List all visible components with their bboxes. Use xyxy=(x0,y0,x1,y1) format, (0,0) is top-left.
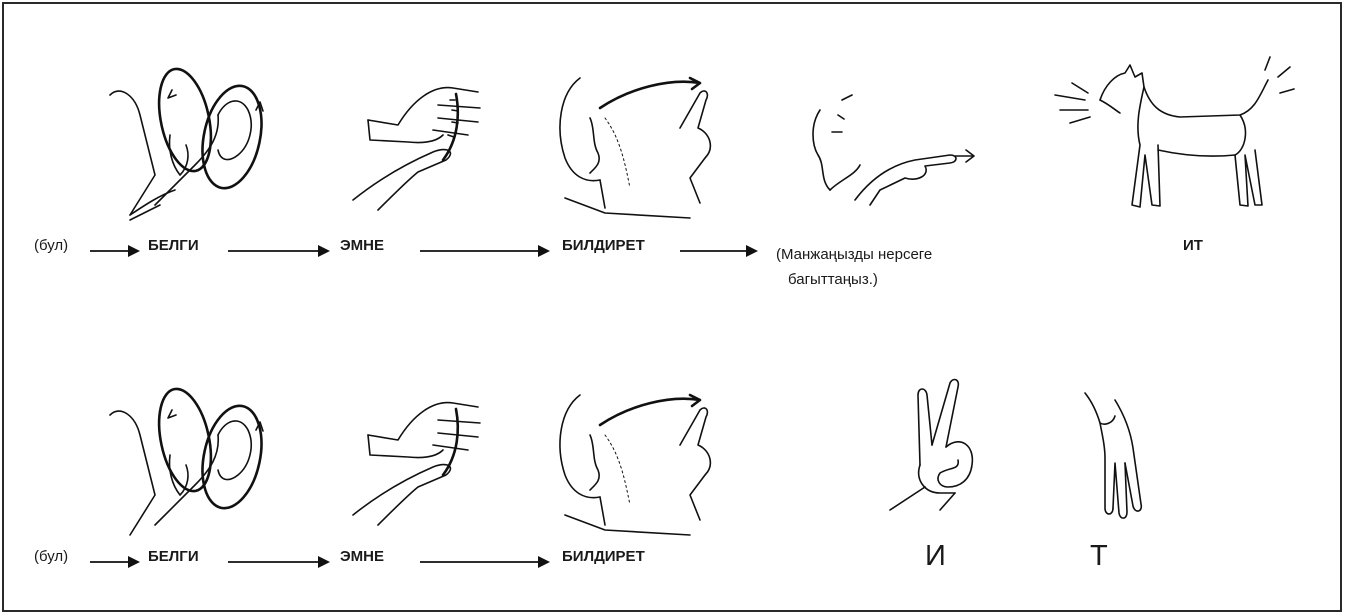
arrow-icon xyxy=(228,556,330,568)
arrow-icon xyxy=(228,245,330,257)
arrow-icon xyxy=(420,556,550,568)
point-instruction-line1: (Манжаңызды нерсеге xyxy=(776,242,932,267)
row1-word-belgi: БЕЛГИ xyxy=(148,237,199,254)
sign-bildiret-icon xyxy=(550,68,730,228)
dog-icon xyxy=(1040,55,1300,225)
row2-word-emne: ЭМНЕ xyxy=(340,548,384,565)
sign-emne-icon xyxy=(338,395,488,535)
row1-prefix: (бул) xyxy=(34,237,68,254)
letter-t: Т xyxy=(1090,540,1108,573)
sign-emne-icon xyxy=(338,80,488,220)
fingerspell-t-icon xyxy=(1075,388,1155,523)
row1-word-bildiret: БИЛДИРЕТ xyxy=(562,237,645,254)
row2-prefix: (бул) xyxy=(34,548,68,565)
arrow-icon xyxy=(90,245,140,257)
letter-i: И xyxy=(925,540,946,573)
row2-word-bildiret: БИЛДИРЕТ xyxy=(562,548,645,565)
arrow-icon xyxy=(90,556,140,568)
fingerspell-i-icon xyxy=(880,375,990,515)
sign-belgi-icon xyxy=(100,375,280,545)
arrow-icon xyxy=(420,245,550,257)
point-instruction: (Манжаңызды нерсеге багыттаңыз.) xyxy=(776,242,932,292)
sign-bildiret-icon xyxy=(550,385,730,545)
point-at-object-icon xyxy=(800,70,985,210)
row1-word-emne: ЭМНЕ xyxy=(340,237,384,254)
sign-belgi-icon xyxy=(100,55,280,225)
point-instruction-line2: багыттаңыз.) xyxy=(776,267,932,292)
arrow-icon xyxy=(680,245,760,257)
row2-word-belgi: БЕЛГИ xyxy=(148,548,199,565)
answer-word: ИТ xyxy=(1183,237,1203,254)
